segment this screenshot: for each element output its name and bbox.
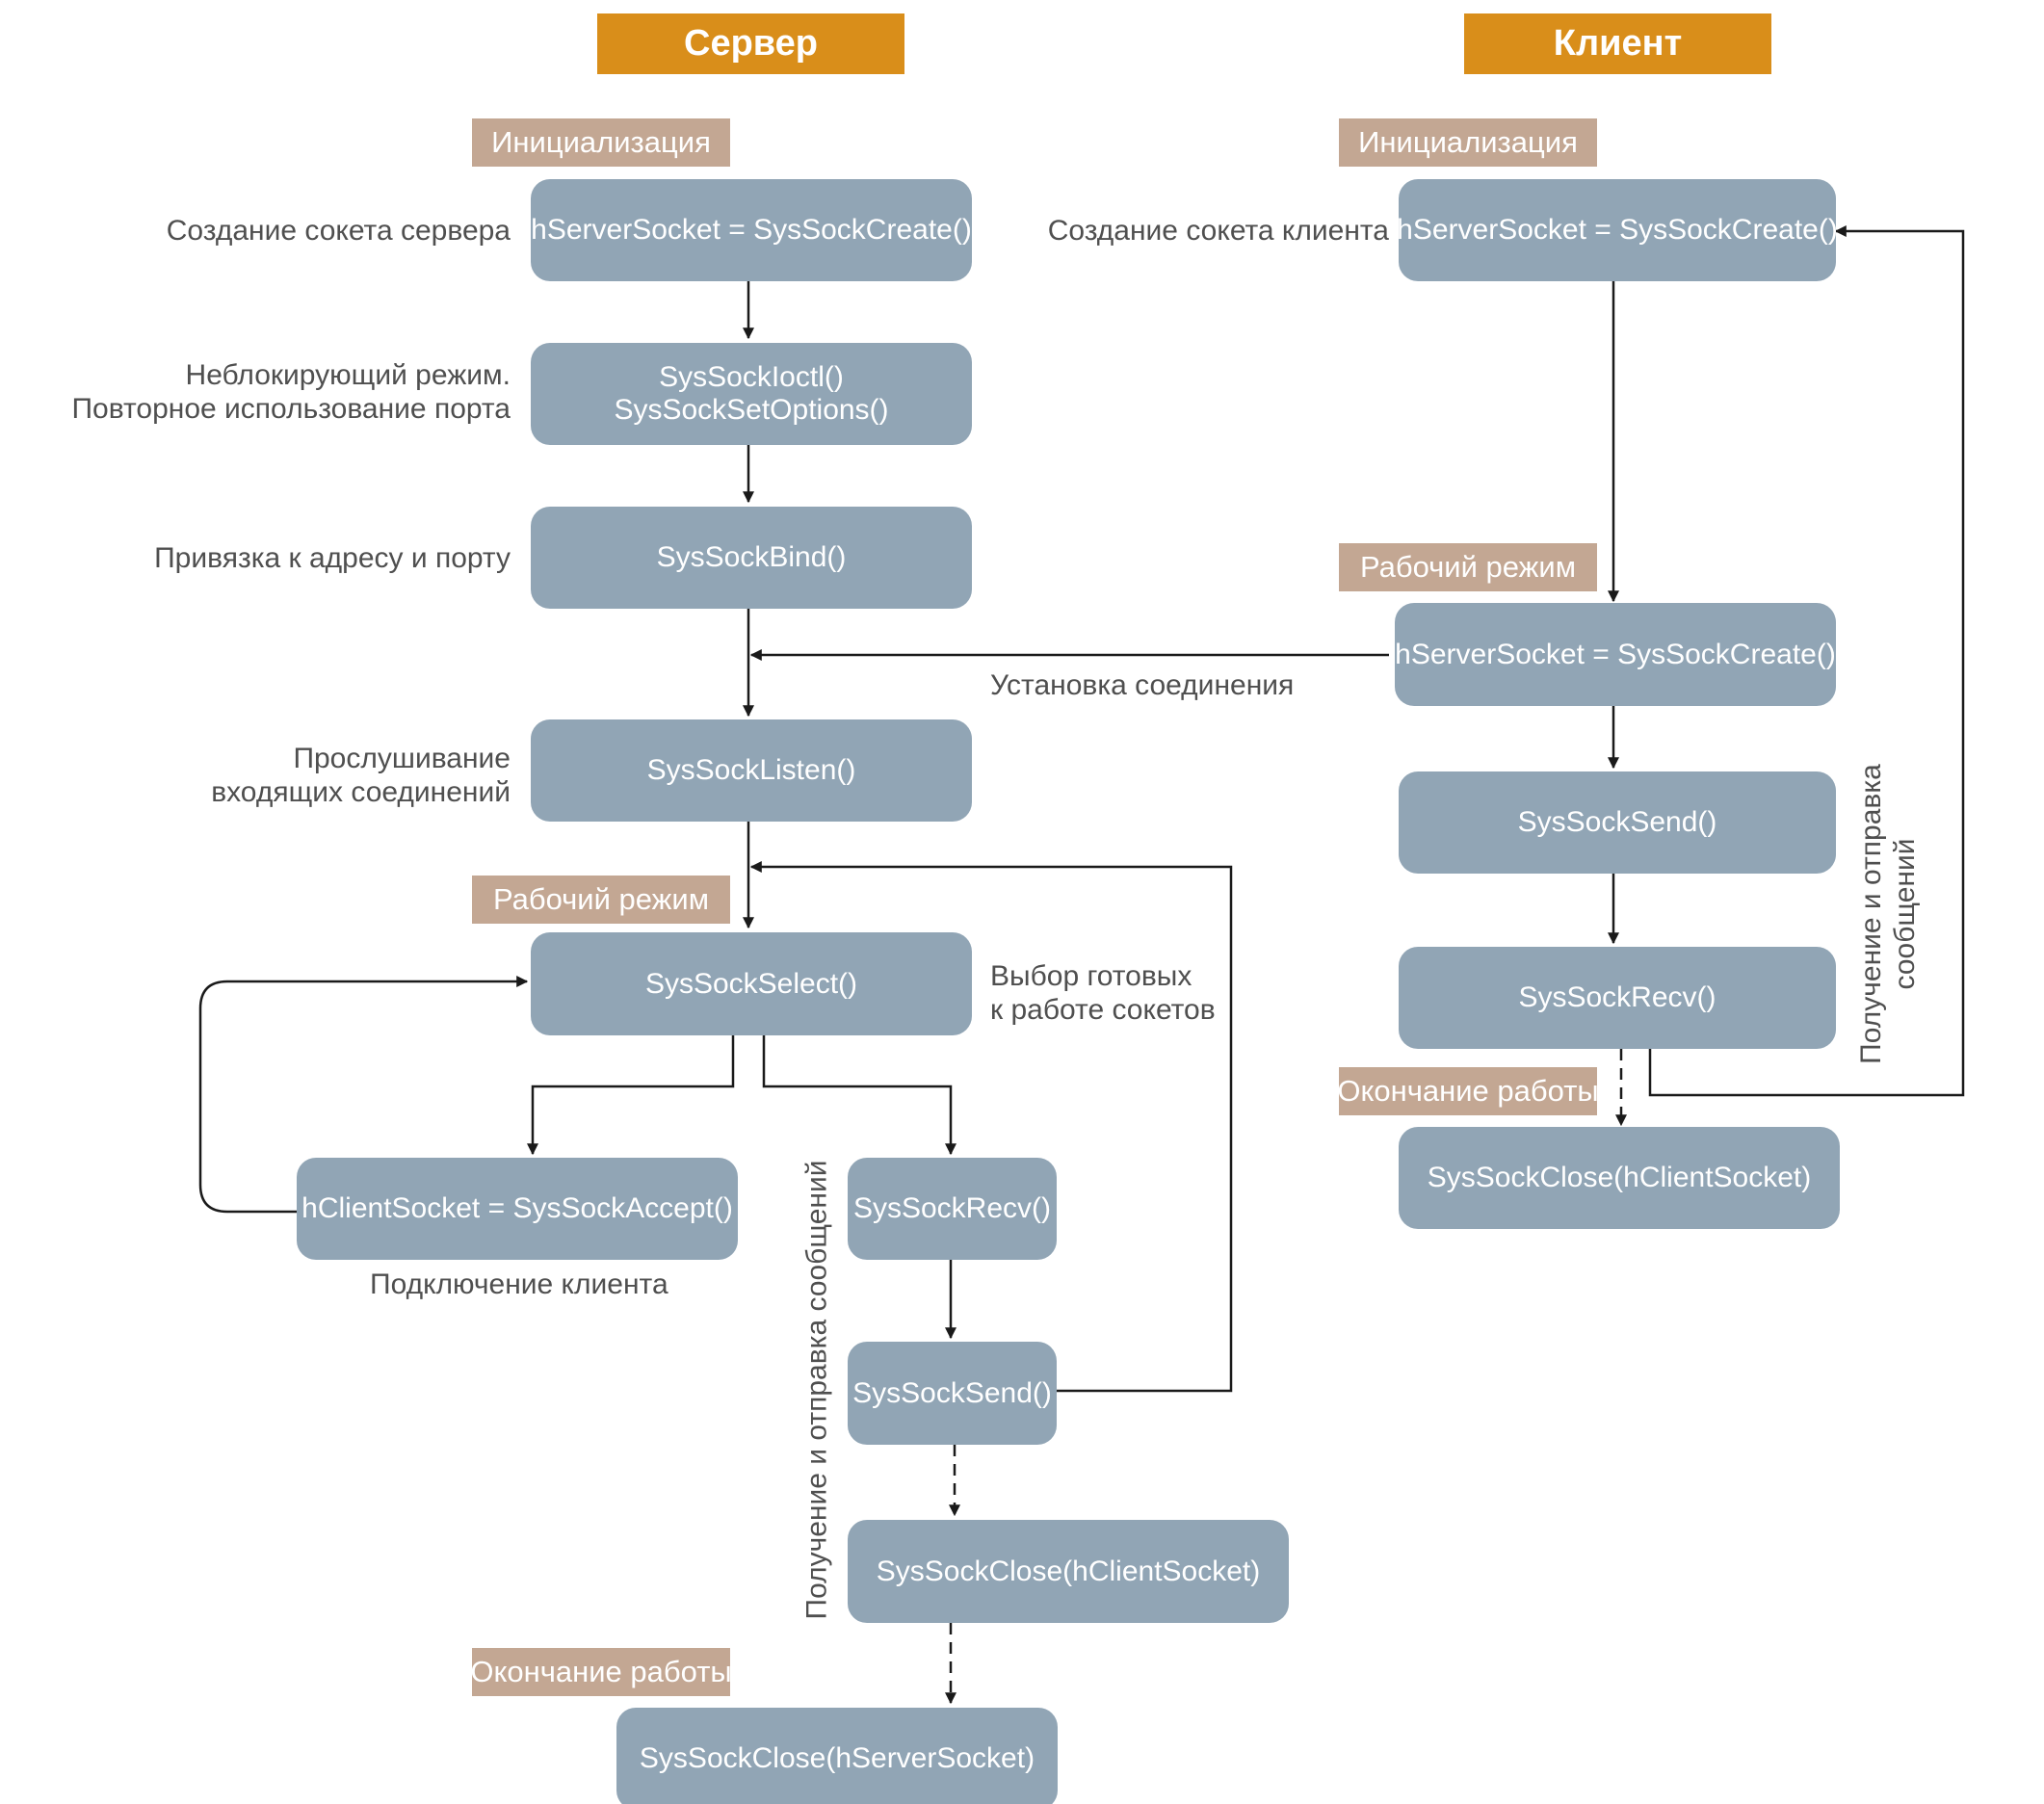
client-create-label: Создание сокета клиента [1048,214,1389,248]
client-work-section-text: Рабочий режим [1359,550,1577,584]
server-bind-label-text: Привязка к адресу и порту [154,542,511,574]
server-nonblocking-label: Неблокирующий режим. Повторное использов… [71,358,511,426]
server-listen-node-text: SysSockListen() [646,754,856,786]
server-work-section-text: Рабочий режим [492,882,710,916]
arrow-client-recv-loop [1648,225,1965,1097]
connection-label: Установка соединения [990,668,1294,702]
arrow-select-to-recv [762,1035,956,1156]
server-bind-node: SysSockBind() [531,507,972,609]
client-messaging-line-1: Получение и отправка [1855,764,1887,1064]
server-close-client-node: SysSockClose(hClientSocket) [848,1520,1289,1623]
client-end-section: Окончание работы [1337,1067,1599,1115]
server-listen-node: SysSockListen() [531,719,972,822]
client-recv-node-text: SysSockRecv() [1518,981,1716,1013]
server-listen-line-1: Прослушивание [293,743,511,774]
client-end-section-text: Окончание работы [1337,1074,1599,1108]
server-close-client-node-text: SysSockClose(hClientSocket) [876,1555,1261,1587]
client-create-node-text: hServerSocket = SysSockCreate() [1397,214,1838,246]
client-send-node: SysSockSend() [1399,771,1836,874]
arrow-accept-to-select [198,976,529,1214]
server-accept-node-text: hClientSocket = SysSockAccept() [301,1192,733,1224]
server-work-section: Рабочий режим [472,876,730,924]
server-close-server-node-text: SysSockClose(hServerSocket) [639,1742,1035,1774]
client-messaging-label: Получение и отправка сообщений [1854,764,1922,1064]
server-select-line-1: Выбор готовых [990,960,1192,992]
client-recv-node: SysSockRecv() [1399,947,1836,1049]
connection-label-text: Установка соединения [990,669,1295,701]
client-connect-node-text: hServerSocket = SysSockCreate() [1395,638,1836,670]
server-create-label-text: Создание сокета сервера [166,215,511,247]
server-header: Сервер [597,13,904,74]
server-options-node: SysSockIoctl() SysSockSetOptions() [531,343,972,445]
client-init-section-text: Инициализация [1358,125,1578,159]
server-send-node-text: SysSockSend() [852,1376,1052,1409]
client-messaging-line-2: сообщений [1889,838,1921,990]
server-setoptions-text: SysSockSetOptions() [614,394,889,426]
server-accept-label: Подключение клиента [370,1268,668,1301]
server-listen-label: Прослушивание входящих соединений [211,742,511,809]
client-work-section: Рабочий режим [1339,543,1597,591]
arrow-select-to-accept [527,1035,735,1156]
server-send-node: SysSockSend() [848,1342,1057,1445]
server-init-section: Инициализация [472,118,730,167]
arrow-send-to-select-loop [749,861,1233,1393]
client-create-label-text: Создание сокета клиента [1047,215,1389,247]
server-accept-label-text: Подключение клиента [370,1268,668,1300]
client-close-node-text: SysSockClose(hClientSocket) [1427,1162,1812,1193]
server-end-section-text: Окончание работы [470,1655,732,1688]
server-accept-node: hClientSocket = SysSockAccept() [297,1158,738,1260]
server-nonblocking-line-1: Неблокирующий режим. [185,359,511,391]
server-close-server-node: SysSockClose(hServerSocket) [616,1708,1058,1804]
server-header-text: Сервер [684,23,818,64]
server-recv-node-text: SysSockRecv() [852,1192,1052,1224]
client-create-node: hServerSocket = SysSockCreate() [1397,179,1838,281]
server-bind-label: Привязка к адресу и порту [154,541,511,575]
server-create-node-text: hServerSocket = SysSockCreate() [531,214,972,246]
server-messaging-label-text: Получение и отправка сообщений [800,1160,833,1620]
server-ioctl-text: SysSockIoctl() [659,361,844,393]
server-select-line-2: к работе сокетов [990,994,1216,1026]
client-connect-node: hServerSocket = SysSockCreate() [1395,603,1836,706]
server-recv-node: SysSockRecv() [848,1158,1057,1260]
server-create-node: hServerSocket = SysSockCreate() [531,179,972,281]
server-end-section: Окончание работы [470,1648,732,1696]
client-send-node-text: SysSockSend() [1517,806,1717,838]
client-header: Клиент [1464,13,1771,74]
server-select-node-text: SysSockSelect() [644,967,858,1000]
server-messaging-label: Получение и отправка сообщений [800,1161,834,1620]
server-init-section-text: Инициализация [491,125,711,159]
server-select-node: SysSockSelect() [531,932,972,1035]
server-select-label: Выбор готовых к работе сокетов [990,959,1216,1027]
server-create-label: Создание сокета сервера [167,214,511,248]
client-close-node: SysSockClose(hClientSocket) [1399,1127,1840,1229]
server-nonblocking-line-2: Повторное использование порта [71,393,511,425]
server-listen-line-2: входящих соединений [211,776,511,808]
client-header-text: Клиент [1553,23,1683,64]
client-init-section: Инициализация [1339,118,1597,167]
server-bind-node-text: SysSockBind() [656,541,847,573]
